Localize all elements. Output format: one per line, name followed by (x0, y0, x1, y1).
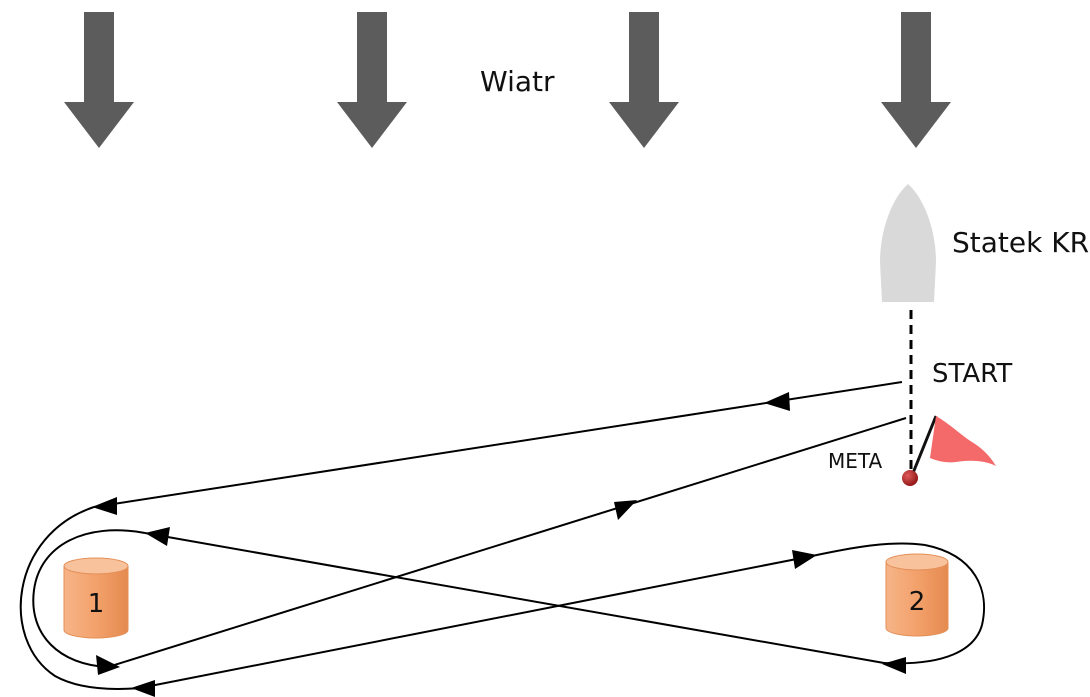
arrowhead-icon (131, 680, 155, 697)
finish-label: META (828, 449, 883, 473)
finish-buoy-ball (902, 470, 918, 486)
wind-label: Wiatr (480, 65, 555, 98)
buoy-1-number: 1 (88, 589, 105, 619)
buoy-1-icon (63, 565, 129, 639)
buoy-2-icon (885, 561, 949, 637)
ship-label: Statek KR (952, 226, 1089, 259)
course-path (19, 381, 986, 690)
arrowhead-icon (92, 497, 117, 515)
arrowhead-icon (792, 550, 817, 569)
committee-ship-icon (880, 184, 936, 302)
finish-flag-icon (909, 415, 996, 479)
start-label: START (932, 359, 1012, 389)
wind-arrow-icon (337, 12, 407, 148)
buoy-2-number: 2 (909, 587, 926, 617)
wind-arrow-icon (881, 12, 951, 148)
wind-arrow-icon (609, 12, 679, 148)
arrowhead-icon (882, 657, 906, 674)
course-arrowheads (92, 392, 906, 697)
arrowhead-icon (614, 500, 637, 520)
buoy-1: 1 (63, 557, 129, 639)
buoy-2: 2 (885, 553, 949, 637)
arrowhead-icon (96, 655, 120, 675)
arrowhead-icon (764, 392, 790, 411)
arrowhead-icon (145, 527, 170, 546)
wind-arrow-icon (64, 12, 134, 148)
wind-arrows (64, 12, 951, 148)
